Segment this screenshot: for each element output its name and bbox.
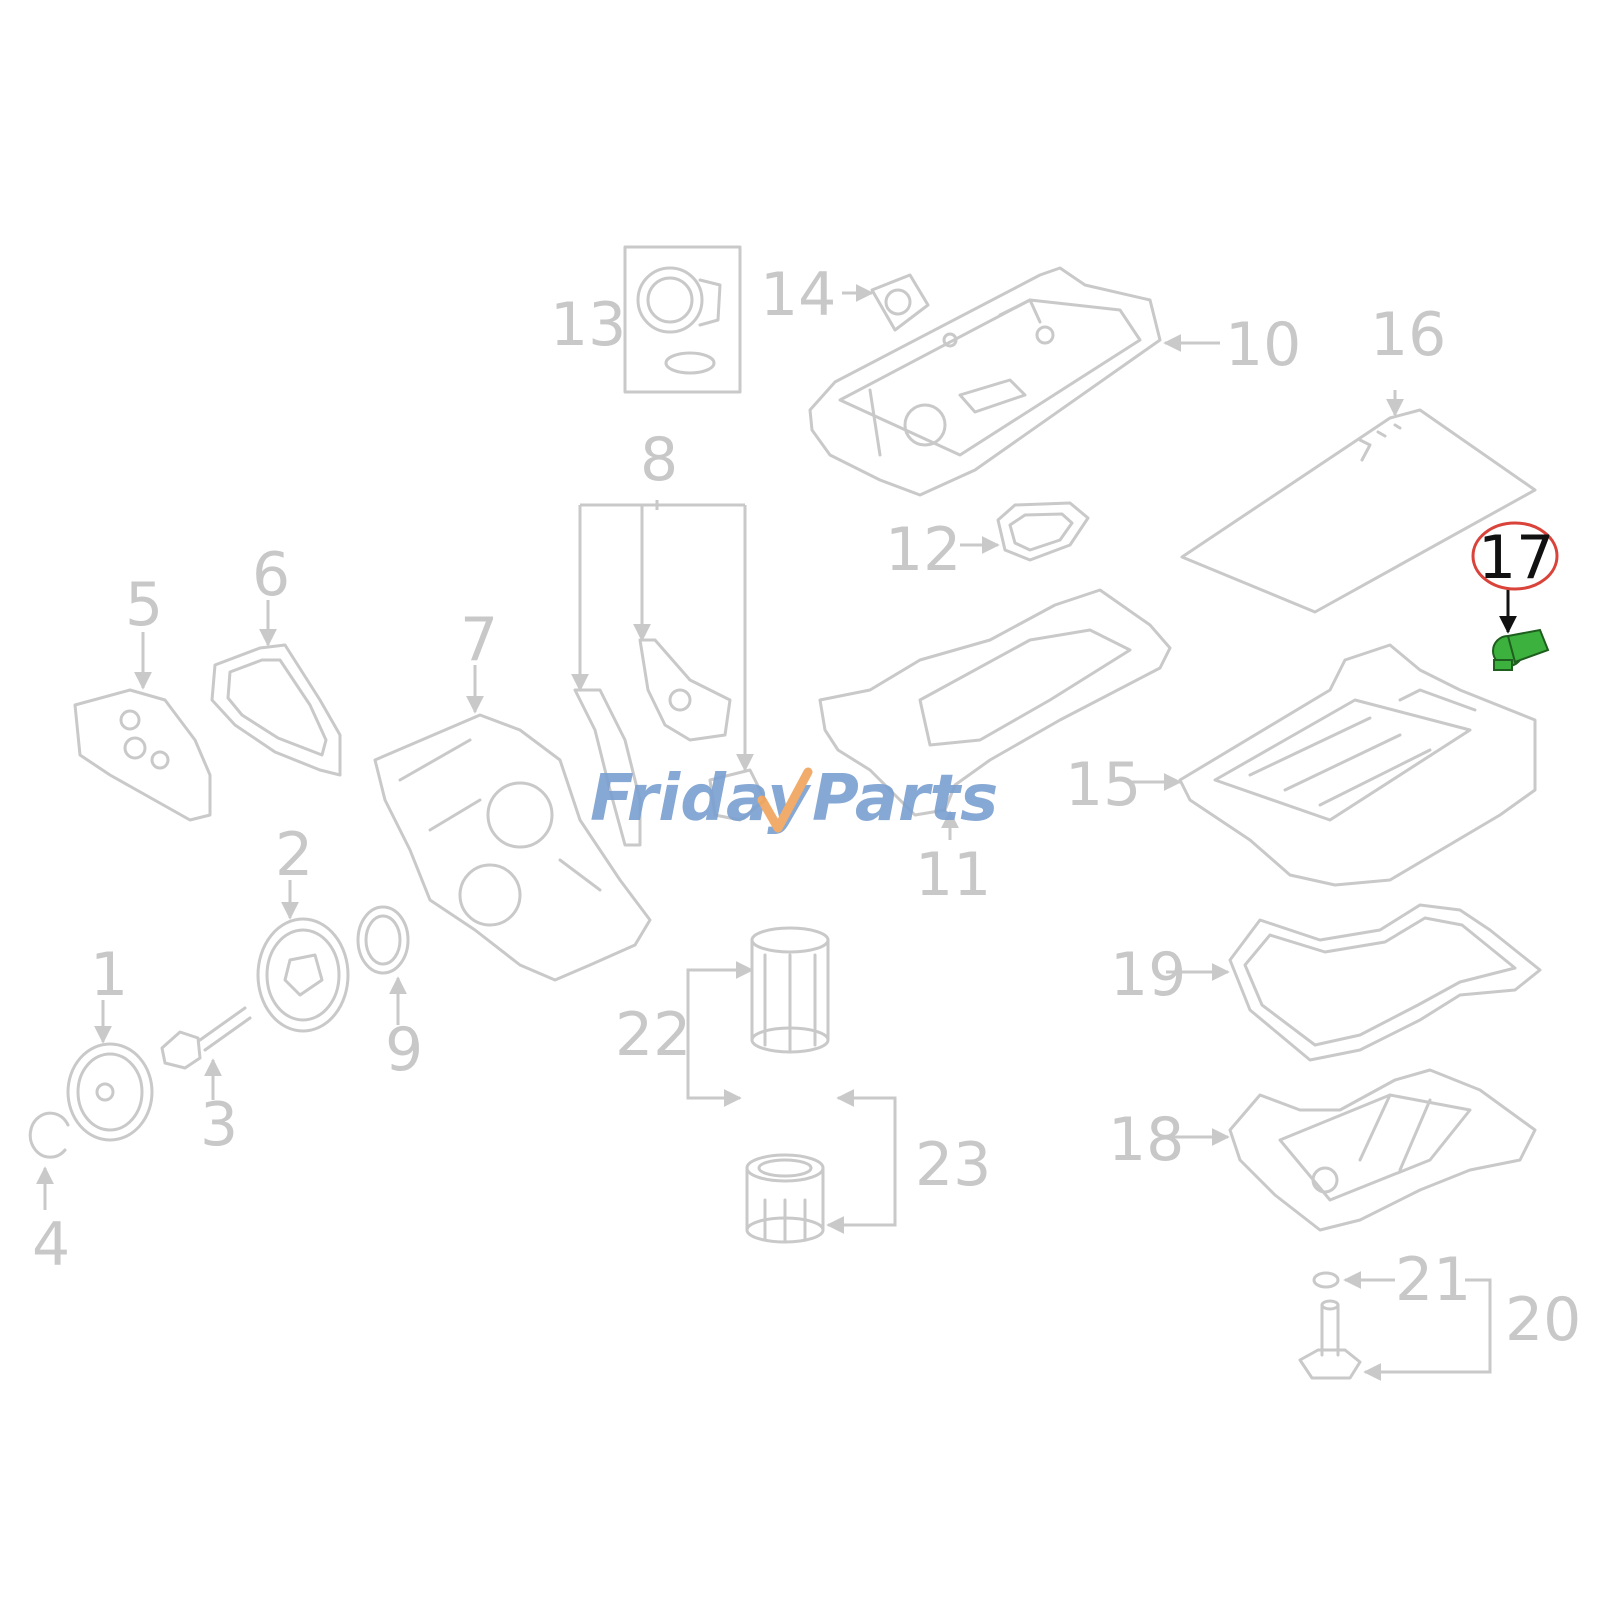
- part-23-filter-cap[interactable]: [745, 1153, 825, 1244]
- callout-3: 3: [200, 1090, 238, 1160]
- callout-13: 13: [550, 290, 626, 360]
- callout-1: 1: [90, 940, 128, 1010]
- callout-23: 23: [915, 1130, 991, 1200]
- part-20-drain-plug[interactable]: [1298, 1299, 1362, 1380]
- part-2-crank-pulley[interactable]: [256, 917, 350, 1033]
- callout-6: 6: [252, 540, 290, 610]
- part-7-timing-cover[interactable]: [373, 713, 652, 982]
- part-8-chain-guides[interactable]: [573, 638, 767, 847]
- callout-2: 2: [275, 820, 313, 890]
- callout-22: 22: [615, 1000, 691, 1070]
- part-4-circlip[interactable]: [28, 1111, 70, 1159]
- part-5-cover-plate[interactable]: [73, 688, 212, 822]
- callout-11: 11: [915, 840, 991, 910]
- watermark-check-icon: [757, 767, 813, 833]
- part-15-oil-pan-upper[interactable]: [1178, 643, 1537, 887]
- callout-14: 14: [760, 260, 836, 330]
- callout-8: 8: [640, 425, 678, 495]
- part-10-valve-cover[interactable]: [808, 266, 1162, 497]
- part-21-drain-washer[interactable]: [1312, 1271, 1340, 1289]
- callout-9: 9: [385, 1015, 423, 1085]
- callout-16: 16: [1370, 300, 1446, 370]
- leader-lines: [36, 284, 1492, 1381]
- part-22-filter-element[interactable]: [750, 926, 830, 1054]
- watermark-word-parts: Parts: [812, 762, 998, 836]
- callout-numbers: 1 2 3 4 5 6 7 8 9 10 11 12 13 14 15 16 1…: [32, 260, 1581, 1355]
- part-12-gasket[interactable]: [996, 501, 1090, 562]
- part-6-gasket[interactable]: [210, 643, 342, 777]
- part-3-bolt[interactable]: [160, 1006, 252, 1070]
- part-13-filter-housing[interactable]: [623, 245, 742, 394]
- part-19-pan-gasket[interactable]: [1228, 903, 1542, 1062]
- part-14-gasket[interactable]: [870, 273, 930, 332]
- callout-4: 4: [32, 1210, 70, 1280]
- callout-7: 7: [460, 605, 498, 675]
- part-1-balancer[interactable]: [66, 1042, 154, 1142]
- callout-10: 10: [1225, 310, 1301, 380]
- watermark-logo: Friday Parts: [590, 762, 998, 836]
- part-16-plate[interactable]: [1180, 408, 1537, 614]
- callout-20: 20: [1505, 1285, 1581, 1355]
- highlight-ring: [1471, 521, 1559, 591]
- callout-12: 12: [885, 515, 961, 585]
- callout-5: 5: [125, 570, 163, 640]
- part-11-gasket[interactable]: [818, 588, 1172, 817]
- callout-18: 18: [1108, 1105, 1184, 1175]
- part-17-oil-level-sensor[interactable]: [1492, 628, 1550, 671]
- callout-17: 17: [1478, 523, 1554, 593]
- callout-21: 21: [1395, 1245, 1471, 1315]
- part-9-seal[interactable]: [356, 905, 410, 975]
- part-18-oil-pan-lower[interactable]: [1228, 1068, 1537, 1232]
- callout-19: 19: [1110, 940, 1186, 1010]
- callout-15: 15: [1065, 750, 1141, 820]
